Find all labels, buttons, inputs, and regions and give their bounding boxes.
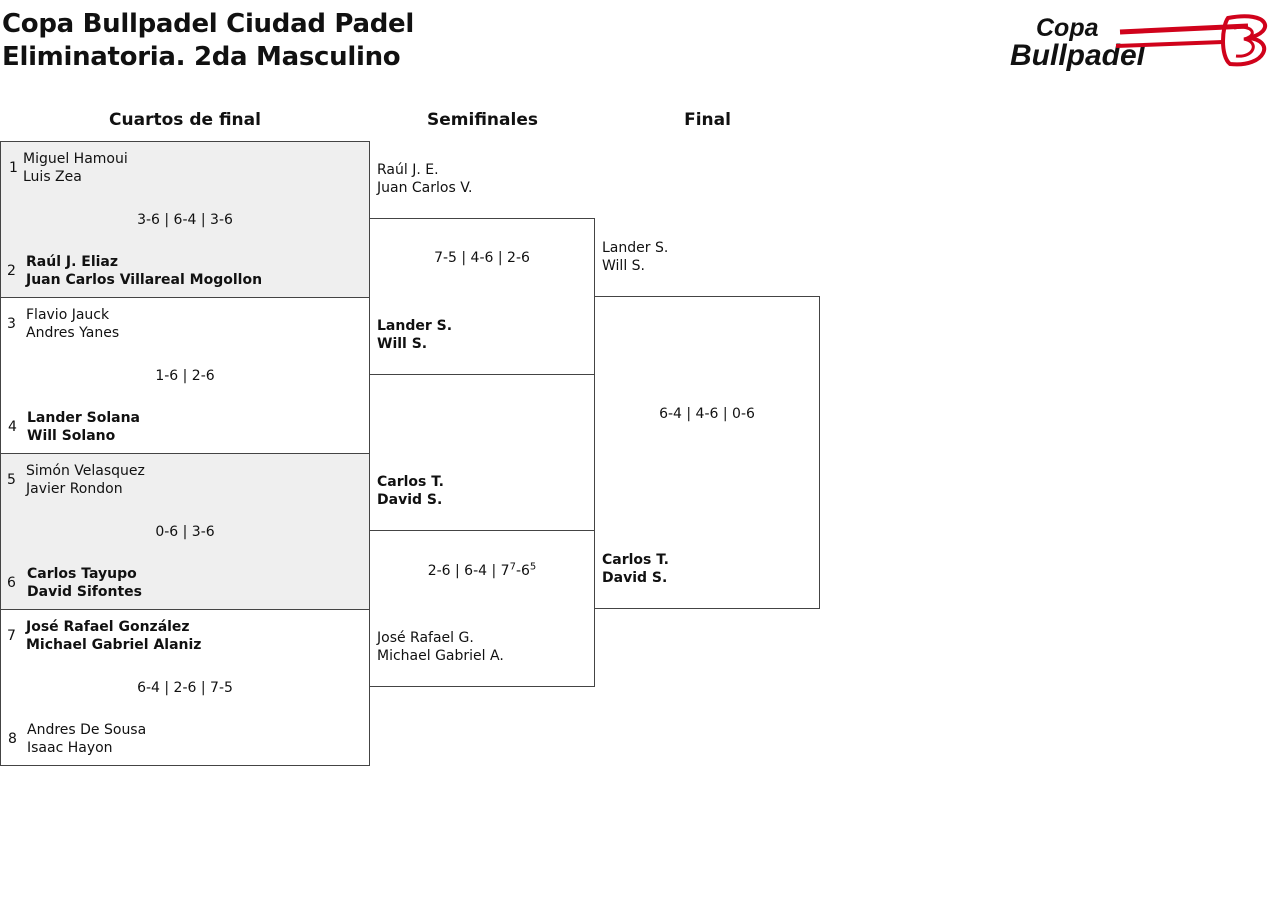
player-name: Will S. — [377, 336, 428, 352]
player-name: Raúl J. Eliaz — [26, 254, 119, 270]
title-line-2: Eliminatoria. 2da Masculino — [2, 42, 401, 72]
team-bottom-winner: Carlos Tayupo David Sifontes — [27, 565, 142, 601]
final-team-top: Lander S. Will S. — [602, 239, 668, 275]
player-name: Javier Rondon — [26, 481, 123, 497]
player-name: David S. — [602, 570, 668, 586]
final-match: 6-4 | 4-6 | 0-6 Carlos T. David S. — [594, 296, 820, 609]
player-name: Raúl J. E. — [377, 162, 439, 178]
team-bottom-winner: Carlos T. David S. — [602, 551, 669, 587]
quarterfinal-match-2: 3 Flavio Jauck Andres Yanes 1-6 | 2-6 4 … — [0, 297, 370, 454]
semifinal-2-team-top-winner: Carlos T. David S. — [377, 473, 444, 509]
player-name: Lander Solana — [27, 410, 140, 426]
match-score: 1-6 | 2-6 — [155, 368, 215, 384]
player-name: Simón Velasquez — [26, 463, 145, 479]
round-header-semifinals: Semifinales — [427, 110, 538, 130]
player-name: Luis Zea — [23, 169, 82, 185]
team-top: Simón Velasquez Javier Rondon — [26, 462, 145, 498]
page-title: Copa Bullpadel Ciudad Padel Eliminatoria… — [2, 8, 414, 74]
seed-number: 2 — [7, 263, 16, 279]
seed-number: 5 — [7, 472, 16, 488]
seed-number: 4 — [8, 419, 17, 435]
semifinal-match-1: 7-5 | 4-6 | 2-6 Lander S. Will S. — [369, 218, 595, 375]
player-name: Will Solano — [27, 428, 116, 444]
team-bottom-winner: Raúl J. Eliaz Juan Carlos Villareal Mogo… — [26, 253, 262, 289]
score-text: -6 — [515, 563, 530, 579]
seed-number: 1 — [9, 160, 18, 176]
semifinal-1-team-top: Raúl J. E. Juan Carlos V. — [377, 161, 472, 197]
quarterfinal-match-3: 5 Simón Velasquez Javier Rondon 0-6 | 3-… — [0, 453, 370, 610]
team-bottom: Andres De Sousa Isaac Hayon — [27, 721, 146, 757]
team-bottom-winner: Lander Solana Will Solano — [27, 409, 140, 445]
player-name: Andres De Sousa — [27, 722, 147, 738]
semifinal-match-2: 2-6 | 6-4 | 77-65 José Rafael G. Michael… — [369, 530, 595, 687]
team-top: Miguel Hamoui Luis Zea — [23, 150, 128, 186]
player-name: Lander S. — [602, 240, 669, 256]
team-top: Flavio Jauck Andres Yanes — [26, 306, 119, 342]
player-name: José Rafael G. — [377, 630, 474, 646]
logo-text-top: Copa — [1036, 14, 1099, 42]
player-name: Flavio Jauck — [26, 307, 110, 323]
team-bottom-winner: Lander S. Will S. — [377, 317, 452, 353]
team-top-winner: José Rafael González Michael Gabriel Ala… — [26, 618, 201, 654]
round-header-final: Final — [684, 110, 731, 130]
player-name: Carlos T. — [602, 552, 669, 568]
player-name: Lander S. — [377, 318, 453, 334]
seed-number: 3 — [7, 316, 16, 332]
player-name: Miguel Hamoui — [23, 151, 128, 167]
match-score: 3-6 | 6-4 | 3-6 — [137, 212, 233, 228]
seed-number: 8 — [8, 731, 17, 747]
tiebreak-score: 5 — [529, 561, 537, 573]
player-name: David Sifontes — [27, 584, 142, 600]
player-name: Carlos Tayupo — [27, 566, 137, 582]
seed-number: 7 — [7, 628, 16, 644]
match-score: 6-4 | 4-6 | 0-6 — [659, 406, 755, 422]
match-score: 0-6 | 3-6 — [155, 524, 215, 540]
match-score: 2-6 | 6-4 | 77-65 — [370, 562, 594, 580]
match-score: 7-5 | 4-6 | 2-6 — [434, 250, 530, 266]
player-name: David S. — [377, 492, 443, 508]
player-name: Michael Gabriel Alaniz — [26, 637, 202, 653]
score-text: 2-6 | 6-4 | 7 — [427, 563, 510, 579]
round-header-quarterfinals: Cuartos de final — [109, 110, 261, 130]
tiebreak-score: 7 — [509, 561, 516, 573]
team-bottom: José Rafael G. Michael Gabriel A. — [377, 629, 504, 665]
player-name: Will S. — [602, 258, 645, 274]
player-name: Isaac Hayon — [27, 740, 113, 756]
quarterfinal-match-4: 7 José Rafael González Michael Gabriel A… — [0, 609, 370, 766]
player-name: Juan Carlos V. — [377, 180, 473, 196]
player-name: Michael Gabriel A. — [377, 648, 504, 664]
player-name: Carlos T. — [377, 474, 444, 490]
title-line-1: Copa Bullpadel Ciudad Padel — [2, 9, 414, 39]
quarterfinal-match-1: 1 Miguel Hamoui Luis Zea 3-6 | 6-4 | 3-6… — [0, 141, 370, 298]
match-score: 6-4 | 2-6 | 7-5 — [137, 680, 233, 696]
player-name: José Rafael González — [26, 619, 190, 635]
player-name: Andres Yanes — [26, 325, 120, 341]
copa-bullpadel-logo: Copa Bullpadel — [1010, 14, 1268, 72]
seed-number: 6 — [7, 575, 16, 591]
player-name: Juan Carlos Villareal Mogollon — [26, 272, 263, 288]
